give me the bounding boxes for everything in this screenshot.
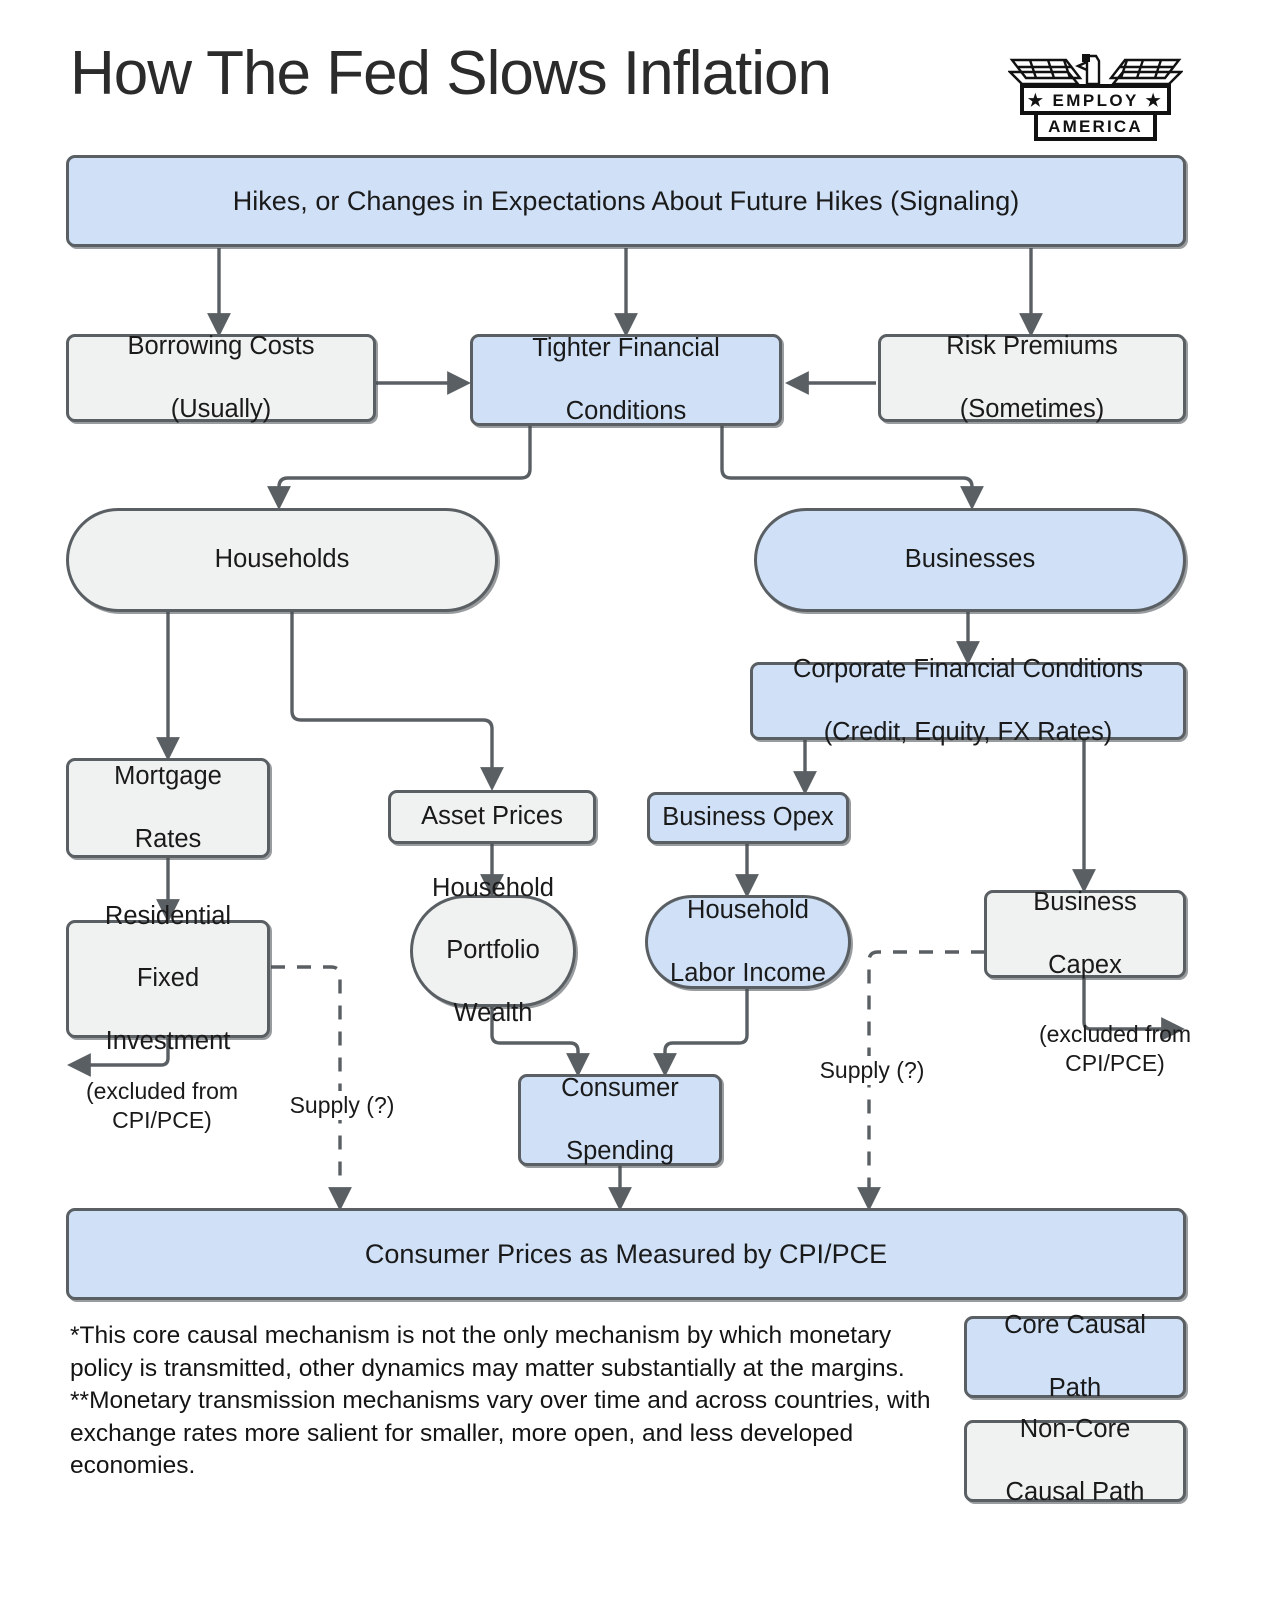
node-risk-premiums[interactable]: Risk Premiums (Sometimes) bbox=[878, 332, 1186, 423]
label-excluded-right: (excluded from CPI/PCE) bbox=[1015, 1020, 1215, 1078]
node-household-labor-income[interactable]: Household Labor Income bbox=[645, 895, 851, 989]
label-supply-left-text: Supply (?) bbox=[289, 1092, 395, 1118]
label-excluded-left: (excluded from CPI/PCE) bbox=[52, 1077, 272, 1135]
node-business-opex-label: Business Opex bbox=[662, 803, 834, 832]
node-borrowing-costs[interactable]: Borrowing Costs (Usually) bbox=[66, 332, 376, 423]
node-business-opex[interactable]: Business Opex bbox=[647, 792, 849, 844]
node-business-capex-line1: Business bbox=[1033, 888, 1137, 917]
node-residential-fixed-line3: Investment bbox=[105, 1026, 231, 1055]
page-title: How The Fed Slows Inflation bbox=[70, 39, 832, 108]
footnote-second: **Monetary transmission mechanisms vary … bbox=[70, 1387, 931, 1480]
node-mortgage-rates[interactable]: Mortgage Rates bbox=[66, 758, 270, 858]
node-household-labor-line2: Labor Income bbox=[670, 958, 826, 987]
node-asset-prices[interactable]: Asset Prices bbox=[388, 790, 596, 844]
legend-core-line1: Core Causal bbox=[1004, 1311, 1146, 1340]
node-risk-premiums-line2: (Sometimes) bbox=[959, 394, 1105, 423]
label-supply-right-text: Supply (?) bbox=[819, 1057, 925, 1083]
node-corporate-financial-line2: (Credit, Equity, FX Rates) bbox=[823, 717, 1113, 746]
node-residential-fixed-investment[interactable]: Residential Fixed Investment bbox=[66, 902, 270, 1055]
node-household-labor-line1: Household bbox=[687, 896, 809, 925]
node-tighter-financial-line1: Tighter Financial bbox=[532, 334, 720, 363]
label-supply-left: Supply (?) bbox=[262, 1091, 422, 1120]
node-borrowing-costs-line2: (Usually) bbox=[170, 394, 272, 423]
node-borrowing-costs-line1: Borrowing Costs bbox=[127, 332, 315, 361]
legend-core-line2: Path bbox=[1048, 1373, 1102, 1402]
logo-america-text: AMERICA bbox=[1048, 117, 1143, 136]
node-businesses[interactable]: Businesses bbox=[754, 508, 1186, 612]
node-asset-prices-label: Asset Prices bbox=[421, 802, 563, 831]
node-residential-fixed-line2: Fixed bbox=[136, 964, 200, 993]
node-consumer-prices-label: Consumer Prices as Measured by CPI/PCE bbox=[364, 1238, 888, 1269]
footnotes: *This core causal mechanism is not the o… bbox=[70, 1320, 950, 1483]
node-consumer-spending-line1: Consumer bbox=[561, 1074, 679, 1103]
node-business-capex[interactable]: Business Capex bbox=[984, 888, 1186, 979]
footnote-first: *This core causal mechanism is not the o… bbox=[70, 1322, 905, 1382]
legend-core-causal-path: Core Causal Path bbox=[964, 1311, 1186, 1402]
node-risk-premiums-line1: Risk Premiums bbox=[946, 332, 1118, 361]
node-household-portfolio-wealth[interactable]: Household Portfolio Wealth bbox=[410, 874, 576, 1027]
label-supply-right: Supply (?) bbox=[792, 1056, 952, 1085]
node-household-portfolio-line2: Portfolio bbox=[446, 936, 540, 965]
node-consumer-prices[interactable]: Consumer Prices as Measured by CPI/PCE bbox=[66, 1208, 1186, 1300]
node-corporate-financial-conditions[interactable]: Corporate Financial Conditions (Credit, … bbox=[750, 655, 1186, 746]
node-households-label: Households bbox=[214, 545, 350, 574]
label-excluded-right-line2: CPI/PCE) bbox=[1065, 1049, 1165, 1076]
node-hikes-label: Hikes, or Changes in Expectations About … bbox=[232, 185, 1020, 216]
node-hikes[interactable]: Hikes, or Changes in Expectations About … bbox=[66, 155, 1186, 247]
employ-america-logo: ★ EMPLOY ★ AMERICA bbox=[1007, 44, 1184, 144]
node-tighter-financial-conditions[interactable]: Tighter Financial Conditions bbox=[470, 334, 782, 426]
node-corporate-financial-line1: Corporate Financial Conditions bbox=[792, 655, 1144, 684]
legend-non-core-causal-path: Non-Core Causal Path bbox=[964, 1415, 1186, 1506]
node-households[interactable]: Households bbox=[66, 508, 498, 612]
legend-noncore-line1: Non-Core bbox=[1019, 1415, 1131, 1444]
node-household-portfolio-line3: Wealth bbox=[453, 998, 533, 1027]
node-business-capex-line2: Capex bbox=[1048, 950, 1122, 979]
logo-employ-text: ★ EMPLOY ★ bbox=[1028, 91, 1163, 110]
label-excluded-left-line2: CPI/PCE) bbox=[112, 1106, 212, 1133]
node-businesses-label: Businesses bbox=[904, 545, 1036, 574]
legend-noncore-line2: Causal Path bbox=[1005, 1477, 1145, 1506]
node-consumer-spending[interactable]: Consumer Spending bbox=[518, 1074, 722, 1166]
label-excluded-right-line1: (excluded from bbox=[1038, 1021, 1192, 1047]
node-household-portfolio-line1: Household bbox=[432, 874, 554, 903]
node-residential-fixed-line1: Residential bbox=[104, 902, 232, 931]
node-mortgage-rates-line2: Rates bbox=[134, 824, 202, 853]
label-excluded-left-line1: (excluded from bbox=[85, 1078, 239, 1104]
node-tighter-financial-line2: Conditions bbox=[565, 396, 687, 425]
node-mortgage-rates-line1: Mortgage bbox=[114, 762, 222, 791]
node-consumer-spending-line2: Spending bbox=[566, 1136, 674, 1165]
